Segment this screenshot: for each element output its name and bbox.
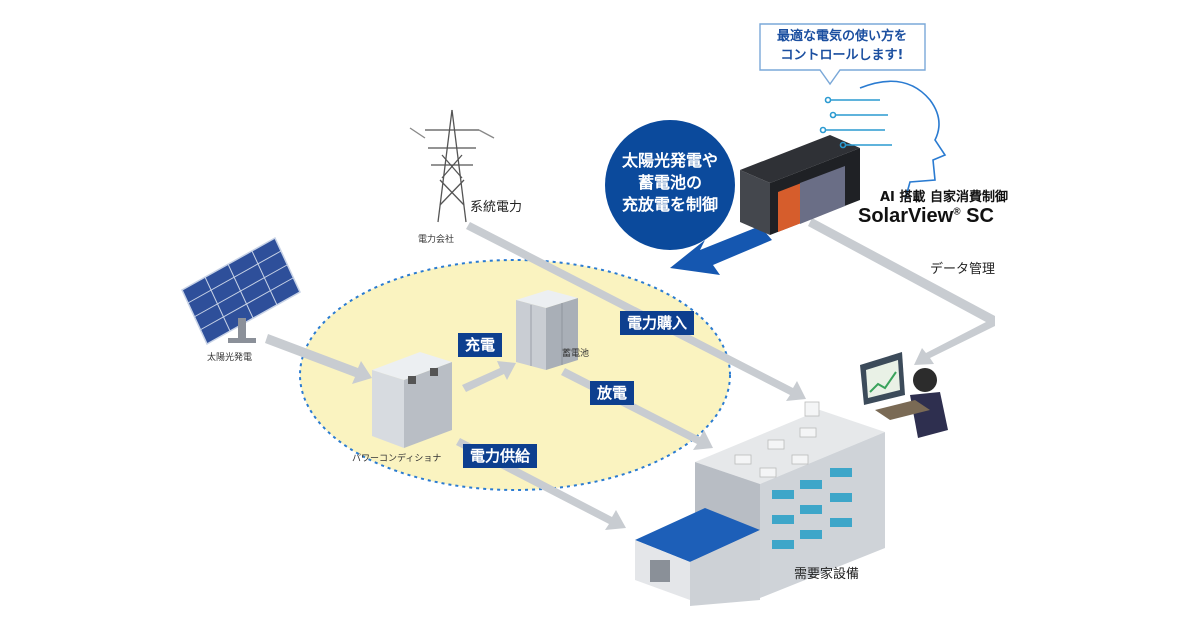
callout-line-1: 最適な電気の使い方を bbox=[776, 29, 907, 44]
callout-box bbox=[759, 23, 926, 86]
control-bubble-circle bbox=[605, 120, 735, 250]
product-subtitle: AI 搭載 自家消費制御 bbox=[880, 190, 1008, 205]
power-conditioner-label: パワーコンディショナ bbox=[352, 454, 442, 464]
solarview-device bbox=[740, 135, 860, 235]
solar-panel bbox=[181, 236, 301, 346]
storage-battery-label: 蓄電池 bbox=[562, 349, 590, 359]
grid-power-label: 系統電力 bbox=[470, 200, 523, 215]
solar-label: 太陽光発電 bbox=[207, 353, 253, 363]
bubble-line-2: 蓄電池の bbox=[637, 173, 702, 192]
product-suffix: SC bbox=[966, 205, 994, 227]
discharge-tag: 放電 bbox=[590, 381, 635, 405]
power-conditioner bbox=[372, 352, 452, 448]
data-management-label: データ管理 bbox=[930, 262, 996, 277]
facility-label: 需要家設備 bbox=[794, 567, 860, 582]
transmission-tower bbox=[409, 109, 495, 223]
product-name: SolarView® SC bbox=[858, 205, 994, 228]
callout-line-2: コントロールします! bbox=[780, 48, 904, 63]
control-arrow bbox=[670, 226, 772, 275]
registered-mark: ® bbox=[953, 206, 961, 218]
supply-tag: 電力供給 bbox=[463, 444, 538, 468]
bubble-line-1: 太陽光発電や bbox=[621, 151, 718, 170]
charge-tag: 充電 bbox=[458, 333, 503, 357]
arrow-data bbox=[808, 218, 995, 365]
product-name-text: SolarView bbox=[858, 205, 954, 227]
storage-battery-graphic bbox=[516, 290, 578, 370]
purchase-tag: 電力購入 bbox=[620, 311, 695, 335]
power-company-label: 電力会社 bbox=[418, 235, 455, 245]
facility-building bbox=[635, 401, 885, 606]
bubble-line-3: 充放電を制御 bbox=[621, 195, 718, 214]
arrow-charge bbox=[462, 361, 516, 392]
ai-head bbox=[819, 80, 947, 201]
monitoring-station bbox=[860, 352, 948, 438]
arrow-solar-to-pcs bbox=[265, 334, 372, 384]
